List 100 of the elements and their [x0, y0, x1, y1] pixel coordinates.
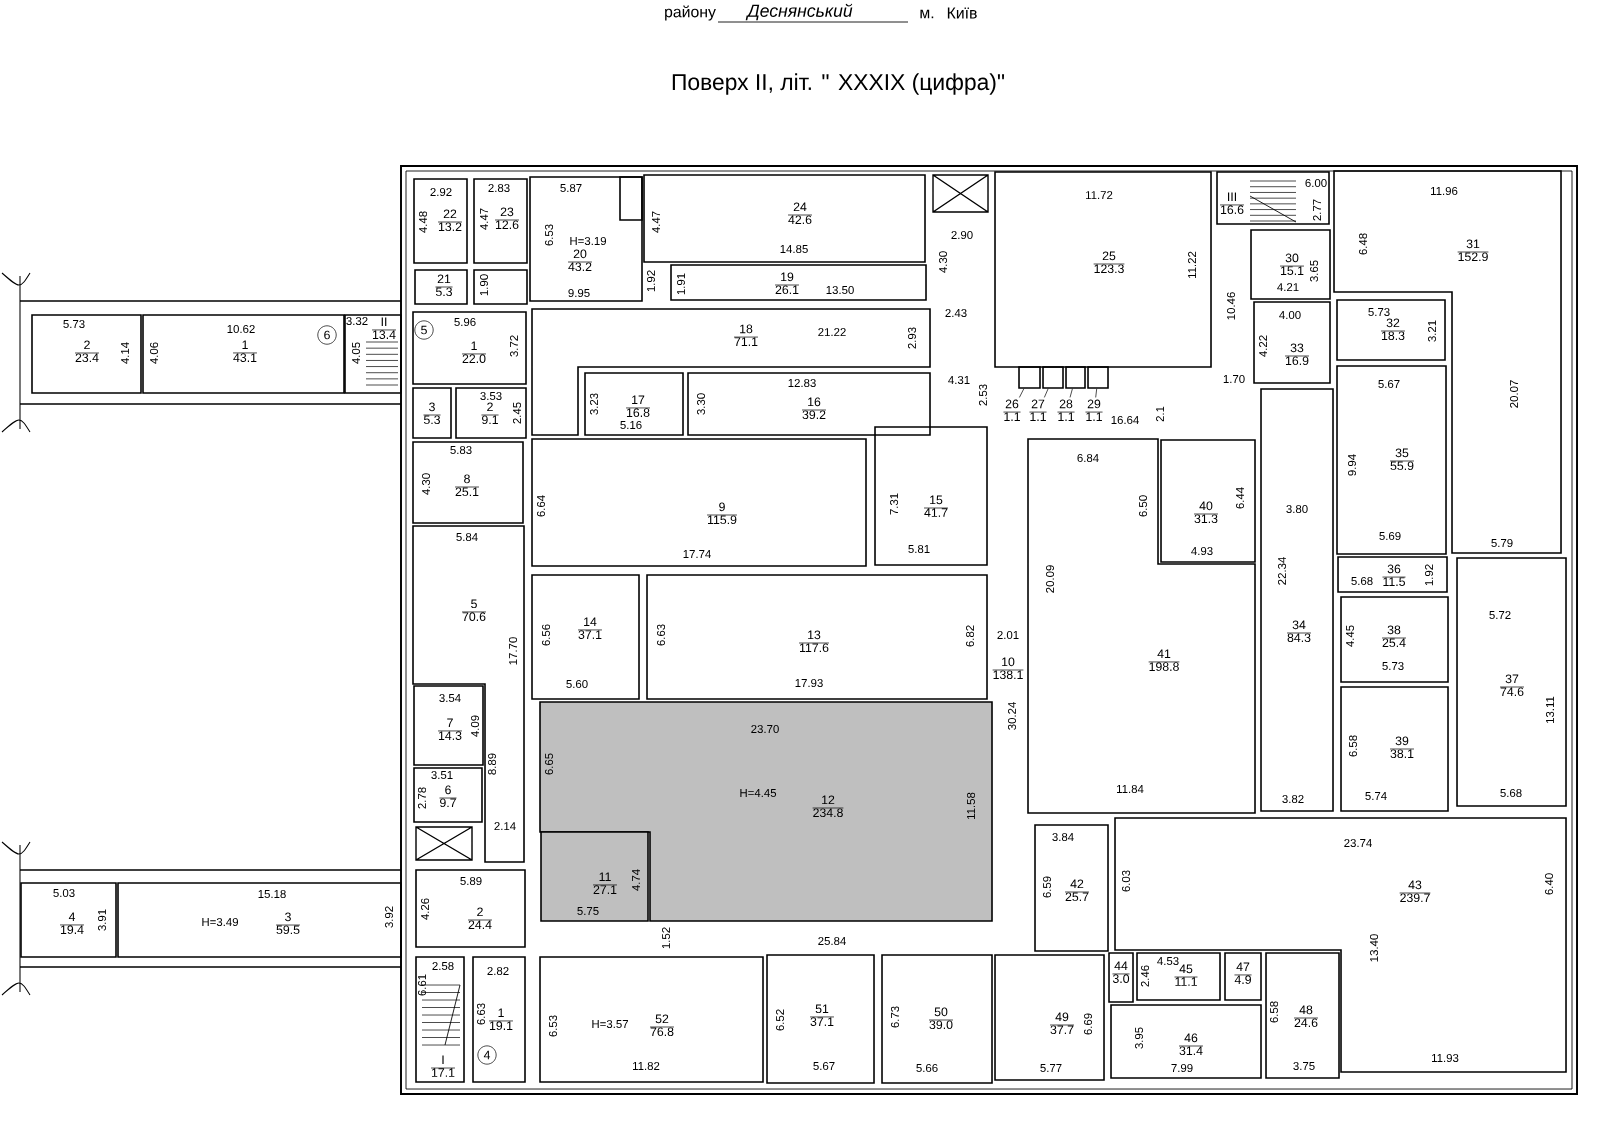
dimension-label: 23.74 [1344, 839, 1372, 848]
dimension-label: 22.34 [1278, 557, 1287, 585]
dimension-label: 2.77 [1313, 199, 1321, 221]
dimension-label: 6.58 [1270, 1001, 1279, 1023]
dimension-label: 5.73 [1382, 662, 1404, 671]
dimension-label: 5.72 [1489, 611, 1511, 620]
dimension-label: 11.96 [1431, 187, 1458, 196]
dimension-label: 2.14 [494, 822, 516, 830]
dimension-label: 6.65 [544, 753, 554, 775]
dimension-label: 2.58 [432, 962, 454, 971]
dimension-label: 21.22 [818, 328, 846, 336]
leader-line [1044, 388, 1049, 398]
callout-number: 4 [477, 1045, 497, 1065]
dimension-label: 6.64 [536, 495, 546, 517]
dimension-label: 16.64 [1111, 416, 1139, 425]
dimension-label: 9.94 [1348, 454, 1357, 476]
dimension-label: 30.24 [1008, 702, 1017, 730]
dimension-label: 20.07 [1510, 380, 1519, 408]
dimension-label: 4.21 [1277, 283, 1299, 291]
dimension-label: 3.53 [480, 392, 502, 401]
header-text: району [665, 5, 716, 21]
dimension-label: 4.31 [948, 376, 970, 385]
dimension-label: 1.52 [661, 927, 671, 949]
dimension-label: 15.18 [258, 890, 286, 899]
dimension-label: 6.50 [1139, 495, 1148, 517]
dimension-label: 3.23 [589, 393, 599, 415]
dimension-label: 1.92 [646, 270, 656, 292]
dimension-label: 4.47 [652, 211, 660, 233]
room: 47 4.9 [1224, 952, 1262, 1001]
dimension-label: 3.72 [509, 335, 519, 357]
toilet-cubicle [1087, 366, 1109, 389]
dimension-label: 5.67 [1378, 380, 1400, 389]
dimension-label: 7.99 [1171, 1064, 1193, 1073]
dimension-label: 14.85 [780, 245, 808, 254]
room-label: 29 1.1 [1085, 399, 1103, 421]
dimension-label: 6.53 [548, 1015, 558, 1037]
dimension-label: 13.11 [1546, 696, 1555, 723]
ceiling-height-label: H=4.45 [740, 789, 777, 797]
dimension-label: 23.70 [751, 725, 779, 734]
dimension-label: 4.30 [421, 473, 431, 495]
dimension-label: 17.70 [508, 637, 518, 665]
title: Поверх II, літ. " XXXIX (цифра)" [672, 73, 1005, 95]
dimension-label: 5.66 [916, 1064, 938, 1073]
dimension-label: 6.61 [417, 974, 427, 996]
dimension-label: 2.01 [997, 631, 1019, 640]
dimension-label: 2.82 [487, 967, 509, 976]
leader-line [1019, 388, 1025, 398]
dimension-label: 3.92 [384, 906, 394, 928]
dimension-label: 1.92 [1425, 564, 1434, 586]
dimension-label: 2.93 [907, 327, 917, 349]
dimension-label: 5.83 [450, 446, 472, 455]
dimension-label: 11.58 [966, 792, 976, 819]
dimension-label: 1.90 [479, 274, 489, 296]
dimension-label: 3.75 [1293, 1062, 1315, 1071]
dimension-label: 6.40 [1545, 873, 1554, 895]
dimension-label: 4.06 [149, 342, 159, 364]
dimension-label: 8.89 [487, 753, 497, 775]
dimension-label: 6.73 [890, 1006, 900, 1028]
dimension-label: 5.67 [813, 1062, 835, 1071]
dimension-label: 3.32 [346, 317, 368, 326]
dimension-label: 5.73 [63, 320, 85, 329]
dimension-label: 3.54 [439, 694, 461, 703]
dimension-label: 6.52 [775, 1009, 785, 1031]
toilet-cubicle [1065, 366, 1086, 389]
dimension-label: 5.74 [1365, 792, 1387, 800]
dimension-label: 4.26 [420, 898, 430, 920]
dimension-label: 4.74 [632, 869, 640, 891]
dimension-label: 3.21 [1428, 320, 1437, 342]
dimension-label: 5.75 [577, 907, 599, 915]
header-text: Київ [947, 7, 977, 19]
dimension-label: 2.90 [951, 231, 973, 240]
dimension-label: 4.48 [418, 211, 428, 233]
dimension-label: 6.00 [1305, 179, 1327, 188]
dimension-label: 2.53 [979, 384, 988, 406]
dimension-label: 1.70 [1223, 375, 1245, 384]
dimension-label: 5.03 [53, 889, 75, 898]
dimension-label: 10.46 [1227, 292, 1236, 320]
dimension-label: 4.14 [121, 342, 129, 364]
dimension-label: 3.51 [431, 771, 453, 780]
dimension-label: 5.79 [1491, 539, 1513, 548]
dimension-label: 2.45 [512, 402, 522, 424]
dimension-label: 4.93 [1191, 547, 1213, 556]
room-label: 28 1.1 [1057, 399, 1075, 421]
dimension-label: 3.82 [1282, 795, 1304, 804]
dimension-label: 4.05 [351, 342, 361, 364]
dimension-label: 6.63 [476, 1003, 486, 1025]
callout-number: 5 [414, 320, 434, 340]
dimension-label: 1.91 [676, 273, 686, 295]
dimension-label: 2.92 [430, 188, 452, 197]
dimension-label: 6.44 [1236, 487, 1245, 509]
dimension-label: 13.50 [826, 286, 854, 295]
dimension-label: 6.56 [541, 624, 551, 646]
leader-line [1069, 388, 1073, 398]
room: 21 5.3 [414, 269, 468, 305]
dimension-label: 11.82 [633, 1062, 660, 1071]
dimension-label: 7.31 [889, 493, 899, 515]
dimension-label: 2.78 [417, 787, 427, 809]
dimension-label: 17.93 [795, 679, 823, 688]
room: 44 3.0 [1108, 952, 1134, 1003]
dimension-label: 3.65 [1310, 260, 1319, 282]
